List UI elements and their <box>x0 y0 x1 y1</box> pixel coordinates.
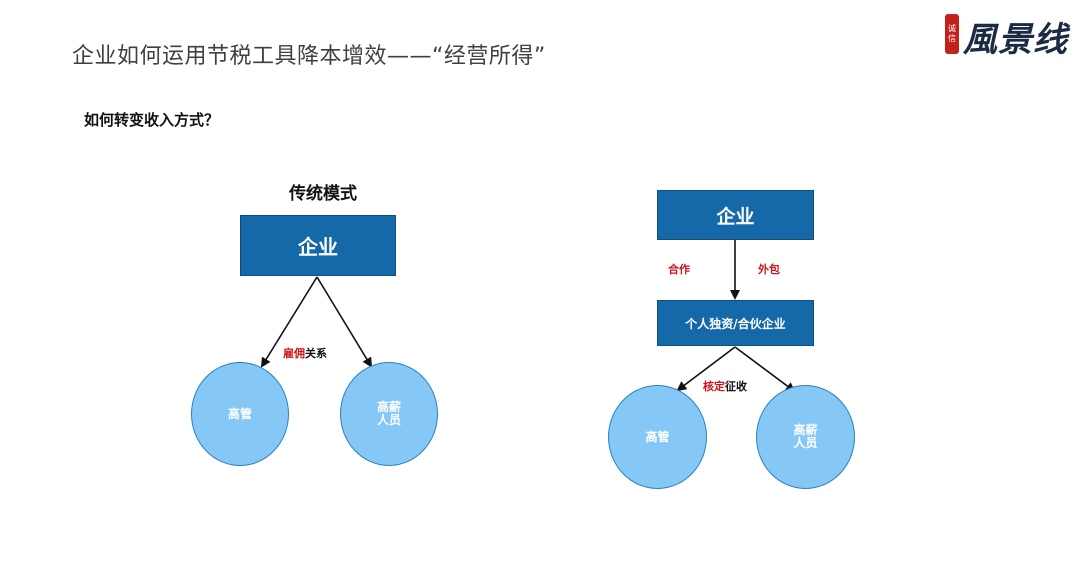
right-edge-label: 核定征收 <box>703 380 747 393</box>
page-title: 企业如何运用节税工具降本增效——“经营所得” <box>72 44 546 69</box>
section-subtitle: 如何转变收入方式？ <box>84 111 220 129</box>
left-circle-staff: 高薪人员 <box>340 362 438 466</box>
left-company-box: 企业 <box>240 215 396 276</box>
sole-proprietorship-box: 个人独资/合伙企业 <box>657 300 814 346</box>
label-cooperation: 合作 <box>668 263 690 276</box>
left-circle-exec: 高管 <box>191 362 289 466</box>
right-circle-staff: 高薪人员 <box>756 385 855 489</box>
label-outsourcing: 外包 <box>758 263 780 276</box>
right-arrow-to-exec <box>676 346 736 392</box>
left-company-label: 企业 <box>298 235 338 259</box>
right-company-label: 企业 <box>716 205 755 228</box>
logo-seal: 诚信 <box>945 14 959 54</box>
brand-logo: 诚信 風景线 <box>945 10 1070 60</box>
right-arrow-to-staff <box>734 346 796 393</box>
left-edge-label: 雇佣关系 <box>283 347 327 360</box>
sole-proprietorship-label: 个人独资/合伙企业 <box>685 316 786 331</box>
left-arrow-to-staff <box>316 276 373 368</box>
left-arrow-to-exec <box>260 276 318 368</box>
right-circle-exec: 高管 <box>608 385 707 489</box>
left-heading: 传统模式 <box>289 184 357 204</box>
right-company-box: 企业 <box>657 190 814 240</box>
logo-text: 風景线 <box>963 20 1068 60</box>
